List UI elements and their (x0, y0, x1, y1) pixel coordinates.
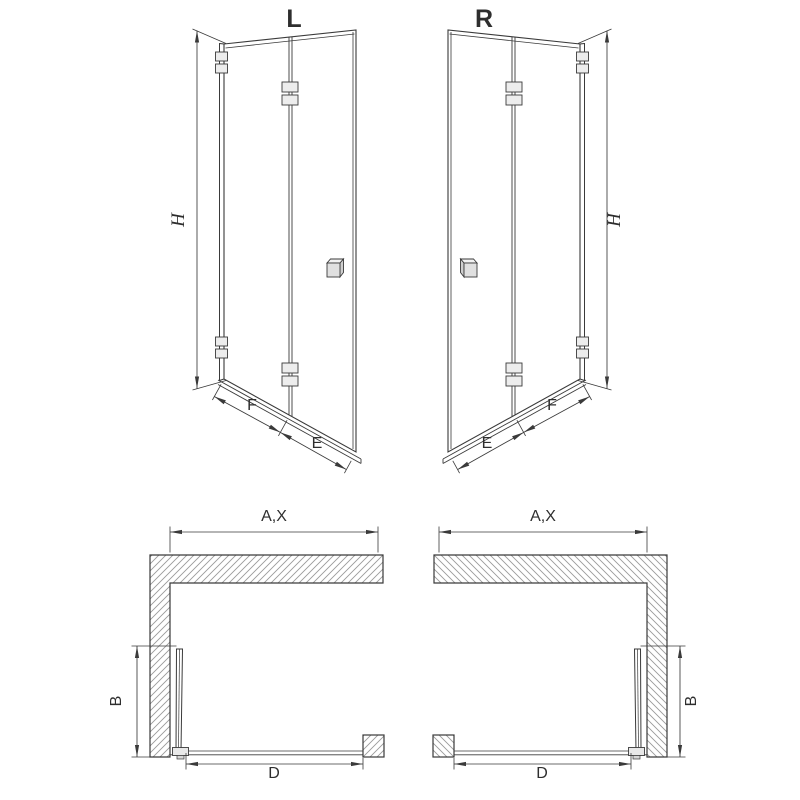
edge-panel-dim-label-right: E (482, 435, 493, 452)
variant-label-left: L (286, 5, 301, 33)
projection-dim-label-plan-right: B (683, 696, 700, 707)
edge-panel-dim-label-left: E (312, 435, 323, 452)
width-dim-label-plan-right: A,X (530, 508, 556, 525)
fold-panel-dim-label-right: F (547, 397, 557, 414)
front-view-left (191, 28, 362, 474)
opening-dim-label-plan-left: D (268, 765, 280, 782)
fold-panel-dim-label-left: F (247, 397, 257, 414)
projection-dim-label-plan-left: B (108, 696, 125, 707)
front-view-right (442, 28, 613, 474)
plan-view-right (432, 525, 687, 771)
height-dim-label-left: H (168, 212, 189, 228)
opening-dim-label-plan-right: D (536, 765, 548, 782)
width-dim-label-plan-left: A,X (261, 508, 287, 525)
variant-label-right: R (475, 5, 493, 33)
height-dim-label-right: H (604, 212, 625, 228)
plan-view-left (130, 525, 385, 771)
